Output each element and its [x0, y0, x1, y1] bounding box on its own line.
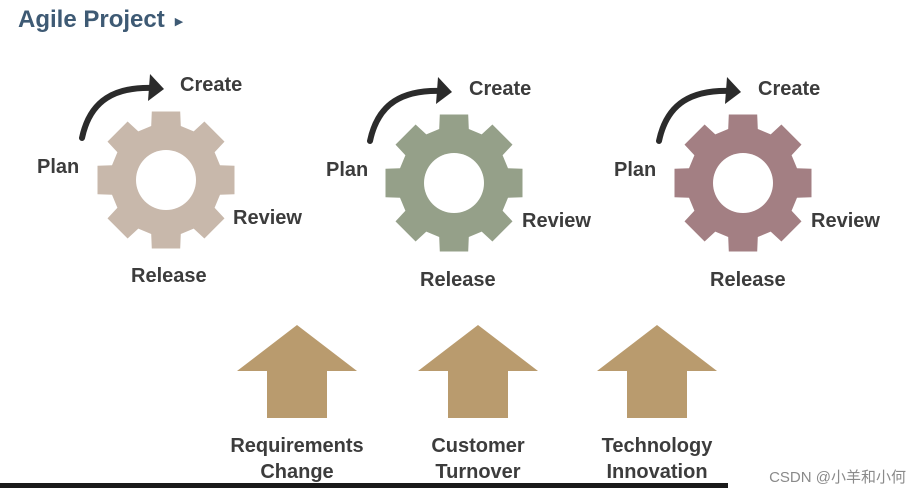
gear-hole — [136, 150, 196, 210]
agile-cycle-1: Create Plan Review Release — [30, 0, 320, 300]
curved-arrow-icon — [367, 87, 447, 144]
driver-label-line1: Requirements — [230, 435, 364, 457]
driver-label-line2: Turnover — [435, 461, 521, 483]
create-label: Create — [758, 78, 821, 100]
up-arrow-icon — [418, 325, 538, 418]
driver-customer-turnover: Customer Turnover — [398, 325, 558, 495]
bottom-rule — [0, 483, 728, 488]
cycle-graphic — [367, 77, 523, 252]
driver-label-line1: Technology — [601, 435, 713, 457]
watermark: CSDN @小羊和小何 — [769, 469, 906, 486]
driver-technology-innovation: Technology Innovation — [577, 325, 737, 495]
gear-icon — [97, 111, 235, 249]
plan-label: Plan — [614, 159, 657, 181]
plan-label: Plan — [326, 159, 369, 181]
driver-label: Requirements Change — [217, 433, 377, 485]
arrow-head-icon — [725, 77, 741, 104]
gear-icon — [674, 114, 812, 252]
gear-icon — [385, 114, 523, 252]
gear-hole — [424, 153, 484, 213]
curved-arrow-icon — [79, 84, 159, 141]
create-label: Create — [180, 74, 243, 96]
arrow-head-icon — [148, 74, 164, 101]
page-title: Agile Project ▶ — [18, 6, 183, 34]
release-label: Release — [710, 269, 786, 291]
driver-requirements-change: Requirements Change — [217, 325, 377, 495]
review-label: Review — [522, 210, 591, 232]
caret-right-icon: ▶ — [174, 15, 184, 28]
cycle-graphic — [656, 77, 812, 252]
cycle-graphic — [79, 74, 235, 249]
arrow-head-icon — [436, 77, 452, 104]
driver-label-line2: Innovation — [606, 461, 708, 483]
title-text: Agile Project — [18, 6, 165, 33]
plan-label: Plan — [37, 156, 80, 178]
create-label: Create — [469, 78, 532, 100]
up-arrow-icon — [597, 325, 717, 418]
curved-arrow-icon — [656, 87, 736, 144]
driver-label-line1: Customer — [431, 435, 525, 457]
driver-label: Customer Turnover — [398, 433, 558, 485]
review-label: Review — [811, 210, 880, 232]
driver-label: Technology Innovation — [577, 433, 737, 485]
agile-cycle-2: Create Plan Review Release — [318, 0, 608, 300]
release-label: Release — [420, 269, 496, 291]
driver-label-line2: Change — [260, 461, 334, 483]
review-label: Review — [233, 207, 302, 229]
gear-hole — [713, 153, 773, 213]
agile-cycle-3: Create Plan Review Release — [606, 0, 896, 300]
release-label: Release — [131, 265, 207, 287]
up-arrow-icon — [237, 325, 357, 418]
